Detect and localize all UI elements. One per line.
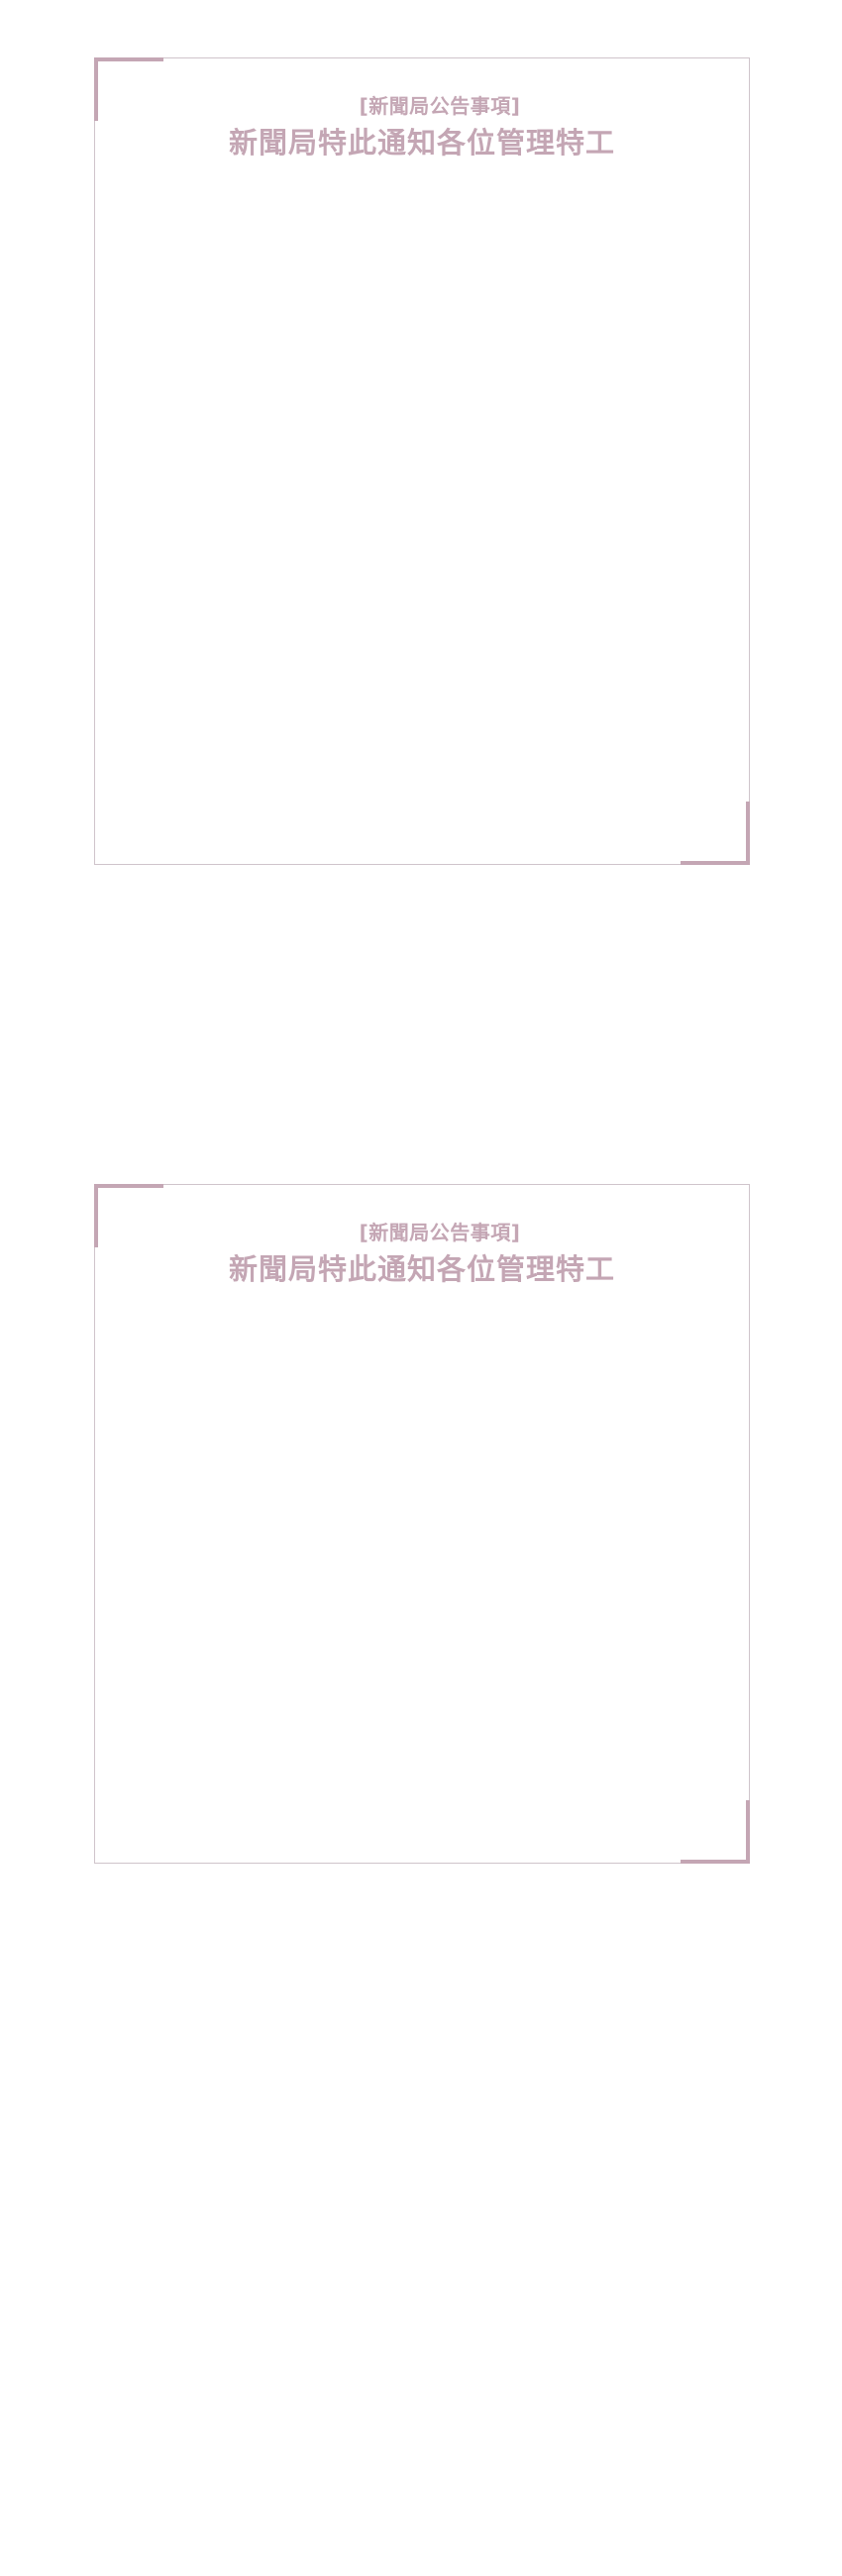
corner-bracket-top-left (94, 57, 163, 121)
notice-card: [新聞局公告事項] 新聞局特此通知各位管理特工 (94, 1184, 750, 1864)
notice-kicker: [新聞局公告事項] (359, 94, 521, 118)
corner-bracket-bottom-right (681, 802, 750, 865)
notice-title: 新聞局特此通知各位管理特工 (228, 126, 615, 160)
notice-kicker: [新聞局公告事項] (359, 1221, 521, 1244)
notice-card: [新聞局公告事項] 新聞局特此通知各位管理特工 (94, 57, 750, 865)
corner-bracket-bottom-right (681, 1800, 750, 1864)
notice-title: 新聞局特此通知各位管理特工 (228, 1252, 615, 1286)
corner-bracket-top-left (94, 1184, 163, 1247)
